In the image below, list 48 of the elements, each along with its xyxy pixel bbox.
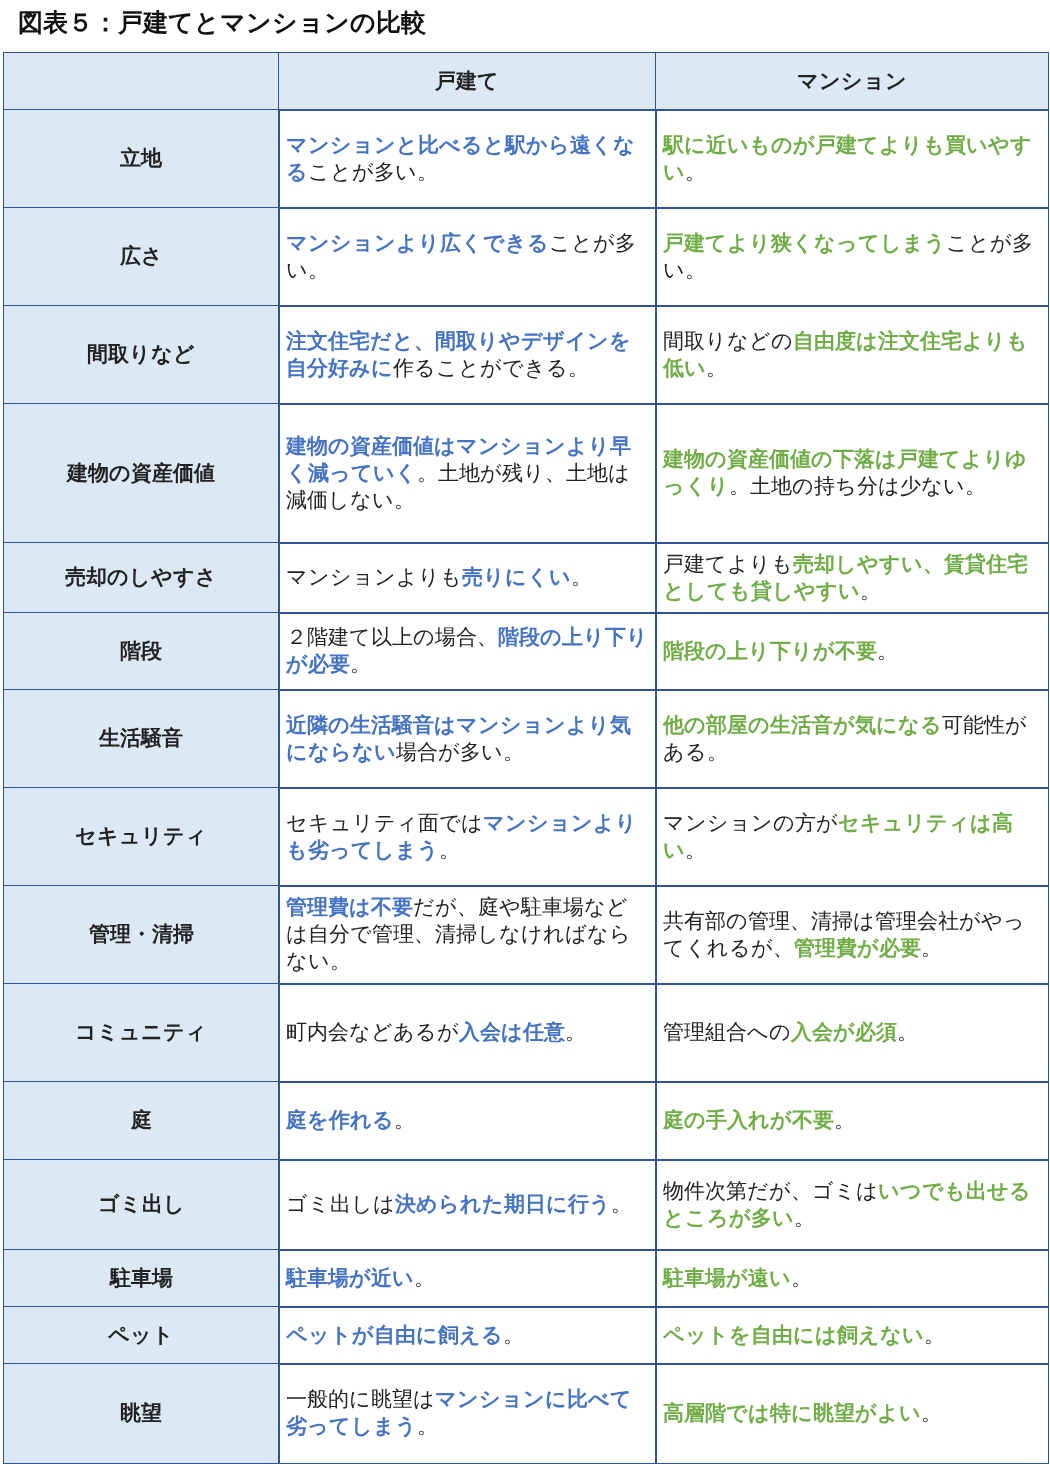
table-cell: 庭の手入れが不要。 (655, 1081, 1049, 1161)
table-cell: ゴミ出しは決められた期日に行う。 (278, 1159, 657, 1251)
table-cell: 注文住宅だと、間取りやデザインを自分好みに作ることができる。 (278, 305, 657, 405)
table-cell: 駐車場が遠い。 (655, 1249, 1049, 1308)
row-header-cell: ペット (3, 1306, 280, 1365)
table-cell: 建物の資産価値の下落は戸建てよりゆっくり。土地の持ち分は少ない。 (655, 403, 1049, 544)
row-header-cell: 広さ (3, 207, 280, 307)
row-header-cell: セキュリティ (3, 787, 280, 887)
table-cell: 管理費は不要だが、庭や駐車場などは自分で管理、清掃しなければならない。 (278, 885, 657, 985)
table-cell: 町内会などあるが入会は任意。 (278, 983, 657, 1083)
row-header-cell: 駐車場 (3, 1249, 280, 1308)
table-cell: 高層階では特に眺望がよい。 (655, 1363, 1049, 1464)
table-cell: 一般的に眺望はマンションに比べて劣ってしまう。 (278, 1363, 657, 1464)
table-cell: 共有部の管理、清掃は管理会社がやってくれるが、管理費が必要。 (655, 885, 1049, 985)
table-cell: ペットを自由には飼えない。 (655, 1306, 1049, 1365)
table-cell: 間取りなどの自由度は注文住宅よりも低い。 (655, 305, 1049, 405)
table-cell: 近隣の生活騒音はマンションより気にならない場合が多い。 (278, 689, 657, 789)
table-cell: 駅に近いものが戸建てよりも買いやすい。 (655, 109, 1049, 209)
row-header-cell: ゴミ出し (3, 1159, 280, 1251)
table-cell: 庭を作れる。 (278, 1081, 657, 1161)
table-cell: 戸建てよりも売却しやすい、賃貸住宅としても貸しやすい。 (655, 542, 1049, 614)
row-header-cell: 眺望 (3, 1363, 280, 1464)
table-cell: 物件次第だが、ゴミはいつでも出せるところが多い。 (655, 1159, 1049, 1251)
row-header-cell: 管理・清掃 (3, 885, 280, 985)
row-header-cell: 間取りなど (3, 305, 280, 405)
table-cell: ２階建て以上の場合、階段の上り下りが必要。 (278, 612, 657, 691)
table-cell: 階段の上り下りが不要。 (655, 612, 1049, 691)
row-header-cell: 階段 (3, 612, 280, 691)
table-cell: マンションの方がセキュリティは高い。 (655, 787, 1049, 887)
table-cell: 駐車場が近い。 (278, 1249, 657, 1308)
table-cell: マンションと比べると駅から遠くなることが多い。 (278, 109, 657, 209)
row-header-cell: 建物の資産価値 (3, 403, 280, 544)
table-cell: 建物の資産価値はマンションより早く減っていく。土地が残り、土地は減価しない。 (278, 403, 657, 544)
table-cell: 他の部屋の生活音が気になる可能性がある。 (655, 689, 1049, 789)
table-cell: 戸建てより狭くなってしまうことが多い。 (655, 207, 1049, 307)
row-header-cell: 立地 (3, 109, 280, 209)
row-header-cell: 庭 (3, 1081, 280, 1161)
header-cell: 戸建て (278, 52, 657, 111)
row-header-cell: 売却のしやすさ (3, 542, 280, 614)
table-title: 図表５：戸建てとマンションの比較 (18, 7, 426, 39)
table-cell: ペットが自由に飼える。 (278, 1306, 657, 1365)
table-cell: セキュリティ面ではマンションよりも劣ってしまう。 (278, 787, 657, 887)
header-cell: マンション (655, 52, 1049, 111)
row-header-cell: 生活騒音 (3, 689, 280, 789)
table-cell: マンションより広くできることが多い。 (278, 207, 657, 307)
table-cell: 管理組合への入会が必須。 (655, 983, 1049, 1083)
row-header-cell: コミュニティ (3, 983, 280, 1083)
table-cell: マンションよりも売りにくい。 (278, 542, 657, 614)
